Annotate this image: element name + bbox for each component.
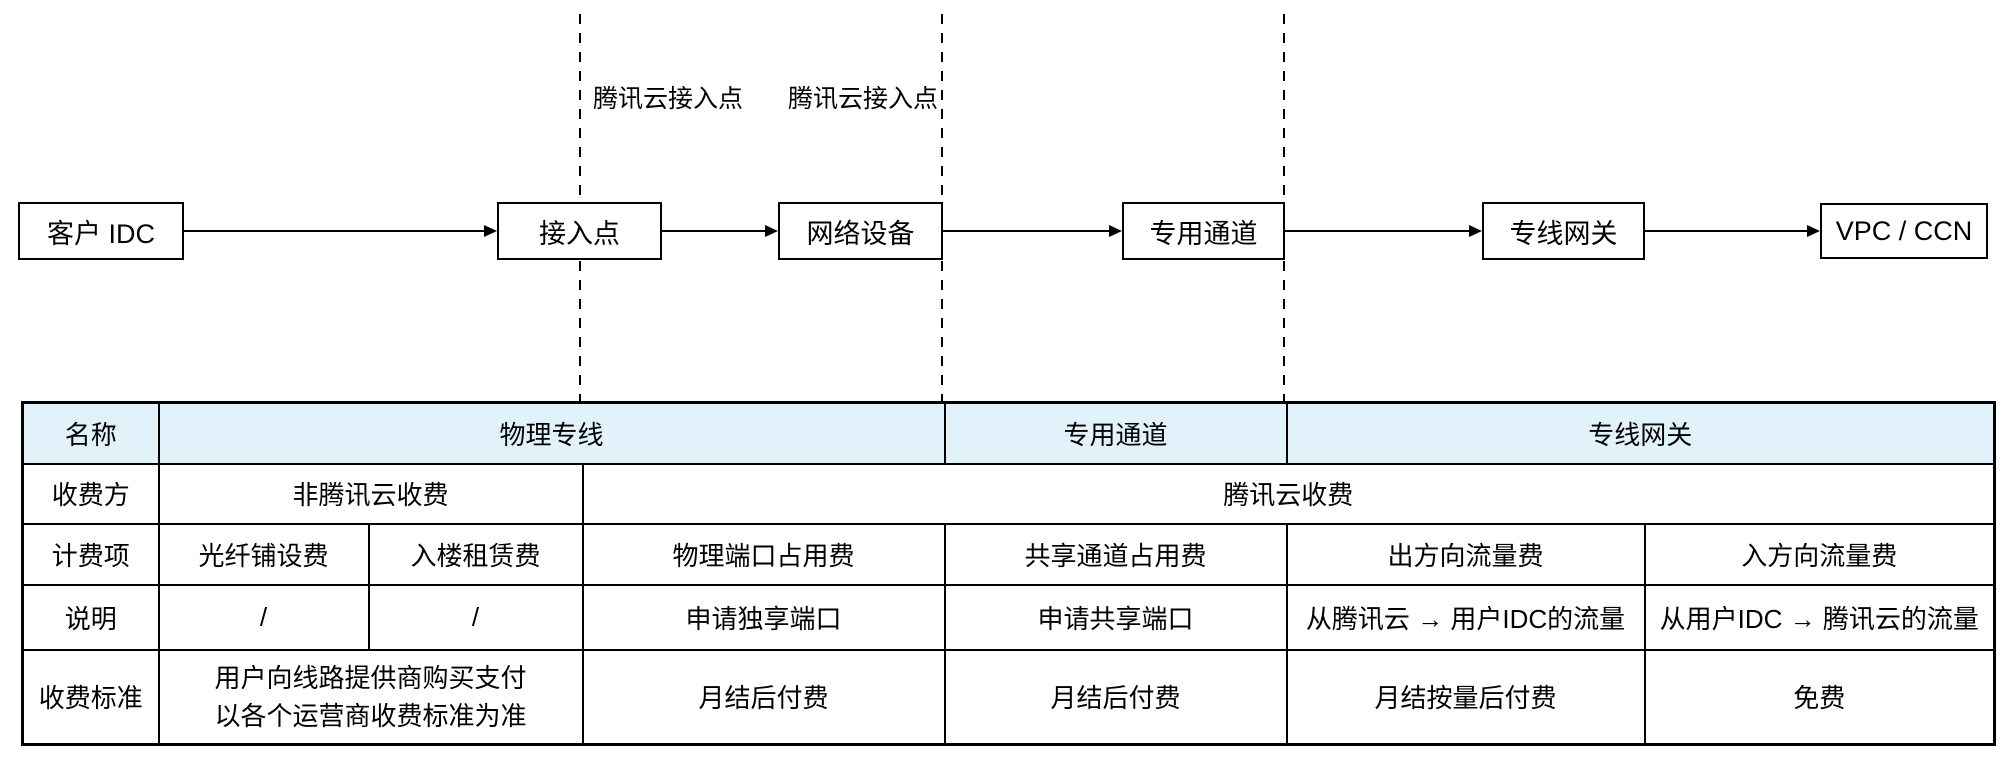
flow-arrow-4	[1284, 225, 1482, 237]
flow-arrow-5	[1644, 225, 1820, 237]
flow-arrow-2	[661, 225, 778, 237]
node-customer-idc: 客户 IDC	[18, 202, 184, 260]
node-network-device: 网络设备	[778, 202, 943, 260]
cell-desc-outbound: 从腾讯云 → 用户IDC的流量	[1285, 583, 1646, 651]
cell-dedicated-tunnel: 专用通道	[943, 401, 1288, 465]
cell-physical-line: 物理专线	[157, 401, 946, 465]
arrowhead-icon	[1469, 225, 1482, 237]
table-row-charging-standard: 收费标准 用户向线路提供商购买支付 以各个运营商收费标准为准 月结后付费 月结后…	[21, 648, 1996, 746]
arrow-line	[942, 230, 1111, 232]
zone-label-tencent-access-point-2: 腾讯云接入点	[788, 85, 939, 113]
arrow-line	[184, 230, 486, 232]
table-row-charging-party: 收费方 非腾讯云收费 腾讯云收费	[21, 462, 1996, 525]
cell-standard-operator-line1: 用户向线路提供商购买支付	[214, 662, 527, 693]
cell-direct-connect-gateway: 专线网关	[1285, 401, 1996, 465]
cell-non-tencent-charge: 非腾讯云收费	[157, 462, 584, 525]
row-label-charging-standard: 收费标准	[21, 648, 160, 746]
zone-label-tencent-access-point-1: 腾讯云接入点	[593, 85, 744, 113]
cell-fiber-laying-fee: 光纤铺设费	[157, 522, 370, 586]
cell-standard-operator-line2: 以各个运营商收费标准为准	[214, 700, 527, 731]
row-label-description: 说明	[21, 583, 160, 651]
cell-shared-tunnel-fee: 共享通道占用费	[943, 522, 1288, 586]
arrowhead-icon	[765, 225, 778, 237]
cell-standard-free: 免费	[1643, 648, 1996, 746]
flow-arrow-1	[184, 225, 497, 237]
node-direct-connect-gateway: 专线网关	[1482, 202, 1645, 260]
table-row-billing-item: 计费项 光纤铺设费 入楼租赁费 物理端口占用费 共享通道占用费 出方向流量费 入…	[21, 522, 1996, 586]
cell-standard-monthly-1: 月结后付费	[581, 648, 946, 746]
row-label-billing-item: 计费项	[21, 522, 160, 586]
cell-standard-operator: 用户向线路提供商购买支付 以各个运营商收费标准为准	[157, 648, 584, 746]
node-access-point: 接入点	[497, 202, 662, 260]
cell-desc-shared-port: 申请共享端口	[943, 583, 1288, 651]
flow-arrow-3	[942, 225, 1122, 237]
cell-physical-port-fee: 物理端口占用费	[581, 522, 946, 586]
cell-desc-inbound: 从用户IDC → 腾讯云的流量	[1643, 583, 1996, 651]
row-label-name: 名称	[21, 401, 160, 465]
cell-inbound-traffic-fee: 入方向流量费	[1643, 522, 1996, 586]
cell-desc-building: /	[367, 583, 584, 651]
cell-desc-exclusive-port: 申请独享端口	[581, 583, 946, 651]
arrow-line	[661, 230, 767, 232]
cell-desc-fiber: /	[157, 583, 370, 651]
pricing-table: 名称 物理专线 专用通道 专线网关 收费方 非腾讯云收费 腾讯云收费 计费项 光…	[21, 401, 1997, 746]
table-row-name: 名称 物理专线 专用通道 专线网关	[21, 401, 1996, 465]
arrowhead-icon	[1807, 225, 1820, 237]
arrowhead-icon	[1109, 225, 1122, 237]
row-label-charging-party: 收费方	[21, 462, 160, 525]
cell-tencent-charge: 腾讯云收费	[581, 462, 1996, 525]
cell-standard-monthly-usage: 月结按量后付费	[1285, 648, 1646, 746]
node-vpc-ccn: VPC / CCN	[1820, 203, 1988, 259]
node-dedicated-tunnel: 专用通道	[1122, 202, 1285, 260]
cell-building-rental-fee: 入楼租赁费	[367, 522, 584, 586]
arrow-line	[1284, 230, 1471, 232]
arrowhead-icon	[484, 225, 497, 237]
cell-standard-monthly-2: 月结后付费	[943, 648, 1288, 746]
cell-outbound-traffic-fee: 出方向流量费	[1285, 522, 1646, 586]
pricing-table-wrapper: 名称 物理专线 专用通道 专线网关 收费方 非腾讯云收费 腾讯云收费 计费项 光…	[21, 401, 1997, 746]
table-row-description: 说明 / / 申请独享端口 申请共享端口 从腾讯云 → 用户IDC的流量 从用户…	[21, 583, 1996, 651]
arrow-line	[1644, 230, 1809, 232]
